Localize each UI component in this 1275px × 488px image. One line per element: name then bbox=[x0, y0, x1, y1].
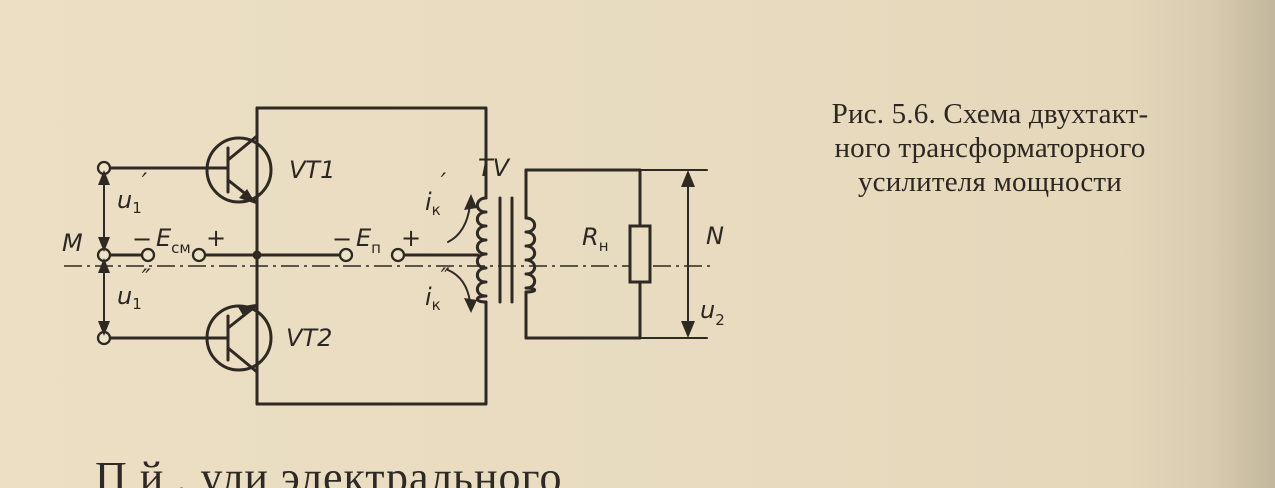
lower-current-arrow-icon bbox=[464, 298, 477, 313]
vt1-emitter-arrow-icon bbox=[239, 189, 256, 204]
cropped-body-text: П й , ули электрального bbox=[95, 453, 563, 488]
top-power-wire bbox=[255, 106, 488, 200]
load-resistor-and-output bbox=[628, 170, 695, 338]
label-supply-source: Eп bbox=[356, 224, 381, 257]
upper-input-voltage-arrowhead-top bbox=[98, 170, 110, 185]
label-tv: TV bbox=[478, 154, 511, 182]
label-n: N bbox=[706, 222, 724, 250]
supply-negative-terminal bbox=[338, 247, 354, 263]
transistor-vt2 bbox=[205, 253, 273, 406]
upper-input-voltage-arrowhead-bottom bbox=[98, 237, 110, 252]
vt2-body bbox=[205, 304, 273, 372]
bias-negative-terminal bbox=[140, 247, 156, 263]
transistor-vt1 bbox=[205, 106, 273, 257]
figure-caption-line-1: Рис. 5.6. Схема двухтакт- bbox=[831, 98, 1149, 130]
label-supply-plus: + bbox=[401, 224, 421, 252]
bottom-power-wire bbox=[255, 300, 488, 406]
main-wiring bbox=[64, 106, 710, 406]
vt1-body bbox=[205, 136, 273, 204]
label-bias-plus: + bbox=[206, 224, 226, 252]
vt1-collector bbox=[226, 106, 259, 162]
diagram-labels: M u1′ u1″ − Eсм + − Eп + VT1 VT2 TV iк′ … bbox=[62, 154, 725, 352]
label-bias-minus: − bbox=[132, 225, 152, 253]
vt1-emitter bbox=[226, 178, 259, 257]
label-ik-double-prime: iк″ bbox=[425, 263, 450, 314]
label-load-resistor: Rн bbox=[582, 223, 609, 255]
figure-caption-line-2: ного трансформаторного bbox=[834, 132, 1146, 164]
lower-input-voltage-arrowhead-top bbox=[98, 258, 110, 273]
label-u1-prime: u1′ bbox=[117, 168, 148, 217]
primary-upper-coil bbox=[475, 196, 488, 256]
vt2-emitter-arrow-icon bbox=[238, 304, 256, 317]
figure-caption-line-3: усилителя мощности bbox=[857, 166, 1123, 198]
label-vt2: VT2 bbox=[286, 324, 332, 352]
output-voltage-arrowhead-top bbox=[681, 170, 695, 187]
input-voltage-arrows bbox=[98, 170, 110, 336]
figure-caption: Рис. 5.6. Схема двухтакт- ного трансформ… bbox=[770, 97, 1210, 199]
lower-current-arrow-line bbox=[447, 269, 471, 303]
vt2-collector bbox=[226, 346, 259, 406]
output-voltage-arrowhead-bottom bbox=[681, 321, 695, 338]
supply-positive-terminal bbox=[390, 247, 406, 263]
label-m: M bbox=[62, 229, 83, 257]
vt2-emitter bbox=[226, 253, 259, 330]
label-ik-prime: iк′ bbox=[425, 168, 447, 219]
secondary-coil bbox=[524, 216, 537, 294]
label-u2: u2 bbox=[700, 296, 725, 329]
upper-current-arrow-icon bbox=[464, 194, 477, 210]
secondary-loop-top bbox=[524, 168, 642, 228]
load-resistor bbox=[628, 224, 652, 284]
primary-lower-coil bbox=[475, 252, 488, 304]
bias-positive-terminal bbox=[191, 247, 207, 263]
label-u1-double-prime: u1″ bbox=[117, 264, 151, 313]
label-supply-minus: − bbox=[332, 225, 352, 253]
secondary-loop-bottom bbox=[524, 280, 642, 340]
upper-current-arrow-line bbox=[447, 204, 471, 243]
label-bias-source: Eсм bbox=[156, 224, 191, 257]
lower-input-voltage-arrowhead-bottom bbox=[98, 321, 110, 336]
transformer-tv bbox=[447, 194, 537, 313]
label-vt1: VT1 bbox=[289, 156, 335, 184]
